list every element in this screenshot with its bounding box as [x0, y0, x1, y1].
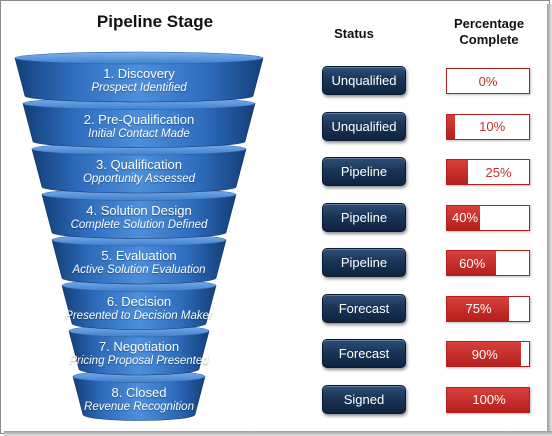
funnel-layer	[51, 233, 227, 285]
funnel-layer	[41, 188, 237, 239]
percentage-label: 100%	[472, 392, 506, 407]
funnel-layer	[22, 97, 256, 148]
status-badge-signed: Signed	[322, 384, 406, 414]
percentage-bar: 60%	[446, 250, 530, 276]
percentage-label: 40%	[451, 210, 479, 225]
funnel-layer	[72, 370, 206, 421]
funnel-layer-body	[68, 330, 210, 376]
frame-shadow-bottom	[4, 431, 552, 436]
percentage-bar: 25%	[446, 159, 530, 185]
percentage-fill	[447, 342, 521, 366]
percentage-label: 10%	[479, 119, 506, 134]
percentage-bar: 10%	[446, 113, 530, 140]
funnel-layer	[61, 279, 217, 330]
percentage-fill	[447, 114, 456, 139]
percentage-bar: 100%	[446, 386, 530, 413]
percentage-bar: 90%	[446, 341, 530, 367]
status-badge-pipeline: Pipeline	[322, 248, 406, 277]
percentage-bar: 75%	[446, 295, 530, 322]
funnel-layer	[14, 51, 264, 103]
percentage-label: 90%	[471, 346, 498, 362]
funnel-layer-body	[31, 148, 247, 194]
percentage-fill	[447, 205, 480, 230]
percentage-label: 25%	[485, 164, 512, 180]
funnel-layer-body	[41, 194, 237, 239]
percentage-fill	[447, 296, 509, 321]
percentage-label: 0%	[478, 73, 498, 89]
percentage-fill	[447, 160, 468, 184]
frame-shadow-right	[547, 4, 552, 436]
header-percentage-complete: Percentage Complete	[436, 16, 542, 48]
percentage-label: 75%	[465, 301, 492, 316]
header-pipeline-stage: Pipeline Stage	[96, 12, 214, 31]
header-percentage-line1: Percentage	[453, 16, 525, 31]
funnel-layer-body	[22, 103, 256, 148]
percentage-fill	[447, 387, 529, 412]
funnel-layer-body	[72, 376, 206, 421]
funnel-layer-top	[14, 51, 264, 65]
funnel-layer	[31, 142, 247, 194]
percentage-bar: 40%	[446, 204, 530, 231]
funnel-layer	[68, 324, 210, 376]
percentage-fill	[447, 251, 497, 275]
header-status: Status	[334, 26, 374, 41]
funnel-layer-body	[14, 57, 264, 103]
percentage-label: 60%	[459, 255, 486, 271]
funnel-layer-body	[61, 285, 217, 330]
status-badge-unqualified: Unqualified	[322, 111, 406, 141]
status-badge-forecast: Forecast	[322, 339, 406, 368]
percentage-bar: 0%	[446, 68, 530, 94]
funnel-layer-body	[51, 239, 227, 285]
status-badge-unqualified: Unqualified	[322, 66, 406, 95]
header-percentage-line2: Complete	[459, 32, 519, 47]
status-badge-pipeline: Pipeline	[322, 202, 406, 232]
status-badge-pipeline: Pipeline	[322, 157, 406, 186]
status-badge-forecast: Forecast	[322, 293, 406, 323]
